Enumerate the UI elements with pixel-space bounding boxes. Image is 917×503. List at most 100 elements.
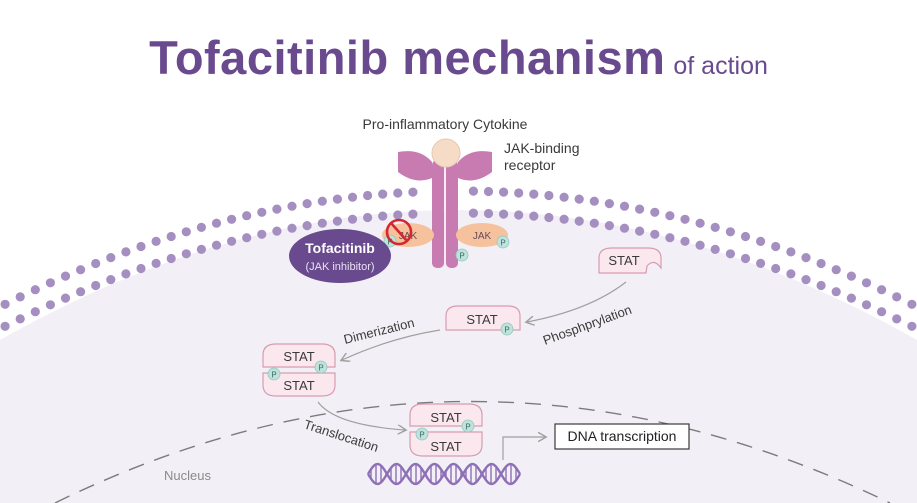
lipid-head-outer	[196, 222, 206, 232]
lipid-head-outer	[393, 188, 403, 198]
lipid-head-outer	[211, 218, 222, 228]
lipid-head-inner	[574, 216, 584, 226]
lipid-head-inner	[302, 221, 312, 231]
lipid-head-outer	[121, 247, 131, 257]
lipid-head-outer	[589, 196, 599, 206]
lipid-head-inner	[60, 293, 71, 303]
lipid-head-inner	[604, 221, 615, 231]
lipid-head-outer	[0, 299, 10, 309]
phosphate-jak-right-1-label: P	[500, 239, 505, 248]
phosphate-dimer-1-label: P	[318, 364, 323, 373]
lipid-head-outer	[30, 285, 40, 295]
lipid-head-inner	[635, 226, 645, 236]
lipid-head-inner	[121, 269, 131, 279]
lipid-head-inner	[801, 275, 811, 285]
drug-class: (JAK inhibitor)	[305, 261, 374, 273]
lipid-head-outer	[408, 187, 418, 197]
lipid-head-inner	[846, 293, 857, 303]
cytokine-label: Pro-inflammatory Cytokine	[363, 116, 528, 132]
lipid-head-inner	[907, 321, 917, 331]
lipid-head-inner	[363, 212, 373, 223]
lipid-head-outer	[181, 227, 191, 237]
lipid-head-inner	[877, 307, 887, 317]
lipid-head-outer	[136, 241, 146, 252]
phosphate-nucleus-1	[461, 419, 475, 433]
transcription-arrow	[502, 437, 545, 460]
jak-binding-receptor	[398, 151, 492, 268]
lipid-head-inner	[76, 287, 86, 297]
dimerization-arrow	[342, 329, 441, 360]
lipid-head-outer	[317, 196, 327, 206]
stat-unphosphorylated	[598, 247, 662, 274]
lipid-head-outer	[892, 292, 902, 302]
lipid-head-inner	[393, 210, 403, 220]
lipid-head-outer	[529, 189, 539, 199]
lipid-head-inner	[347, 214, 358, 224]
lipid-head-outer	[332, 194, 342, 204]
lipid-head-inner	[181, 249, 191, 259]
lipid-head-outer	[816, 258, 826, 269]
lipid-head-outer	[861, 278, 872, 288]
lipid-head-outer	[907, 299, 917, 309]
lipid-head-inner	[559, 214, 569, 224]
lipid-head-outer	[695, 218, 705, 228]
title-sub: of action	[673, 52, 768, 80]
lipid-head-inner	[91, 280, 101, 291]
lipid-head-outer	[363, 190, 373, 201]
lipid-head-inner	[483, 208, 494, 219]
lipid-head-inner	[619, 223, 630, 233]
lipid-head-outer	[544, 190, 554, 201]
lipid-head-outer	[710, 222, 720, 232]
cytokine-ball	[431, 138, 461, 168]
phosphate-nucleus-1-label: P	[465, 423, 470, 432]
lipid-head-outer	[650, 207, 660, 217]
lipid-head-outer	[272, 204, 282, 214]
phosphate-jak-left-label: P	[387, 238, 392, 247]
lipid-head-inner	[499, 209, 509, 219]
inhibit-icon	[385, 218, 413, 246]
lipid-head-outer	[15, 292, 25, 302]
lipid-head-outer	[347, 192, 358, 202]
lipid-head-outer	[514, 188, 524, 198]
lipid-head-inner	[740, 253, 751, 264]
phosphate-dimer-1	[314, 360, 328, 374]
lipid-head-inner	[771, 263, 781, 274]
lipid-head-inner	[710, 244, 720, 254]
lipid-head-outer	[499, 187, 509, 197]
lipid-head-inner	[756, 258, 766, 268]
lipid-head-outer	[468, 186, 478, 196]
lipid-head-inner	[15, 314, 25, 324]
phosphate-jak-right-2	[455, 248, 469, 262]
lipid-head-inner	[831, 287, 841, 297]
lipid-head-inner	[242, 233, 252, 243]
lipid-head-outer	[151, 236, 161, 246]
stat-phosphorylated-label: STAT	[466, 312, 497, 327]
dna-helix	[366, 462, 522, 486]
lipid-head-inner	[378, 211, 388, 221]
lipid-head-inner	[695, 240, 705, 250]
lipid-head-inner	[45, 300, 56, 310]
lipid-head-inner	[332, 216, 342, 226]
lipid-head-inner	[665, 233, 675, 243]
tofacitinib-drug	[289, 229, 391, 283]
stat-dimer-cytoplasm	[262, 343, 336, 397]
phosphate-stat	[500, 322, 514, 336]
lipid-head-outer	[287, 201, 297, 211]
jak-right-label: JAK	[473, 231, 492, 242]
lipid-head-inner	[544, 212, 554, 223]
phosphate-nucleus-2-label: P	[419, 431, 424, 440]
lipid-head-inner	[589, 218, 599, 228]
lipid-head-outer	[574, 194, 584, 204]
lipid-head-inner	[106, 275, 116, 285]
lipid-head-outer	[801, 253, 811, 263]
lipid-head-outer	[91, 258, 101, 269]
lipid-head-outer	[242, 211, 252, 221]
lipid-head-outer	[378, 189, 388, 199]
lipid-head-inner	[408, 209, 418, 219]
lipid-head-inner	[861, 300, 872, 310]
lipid-head-outer	[302, 199, 312, 209]
lipid-head-outer	[831, 265, 841, 275]
lipid-head-inner	[30, 307, 40, 317]
lipid-head-inner	[196, 244, 206, 254]
